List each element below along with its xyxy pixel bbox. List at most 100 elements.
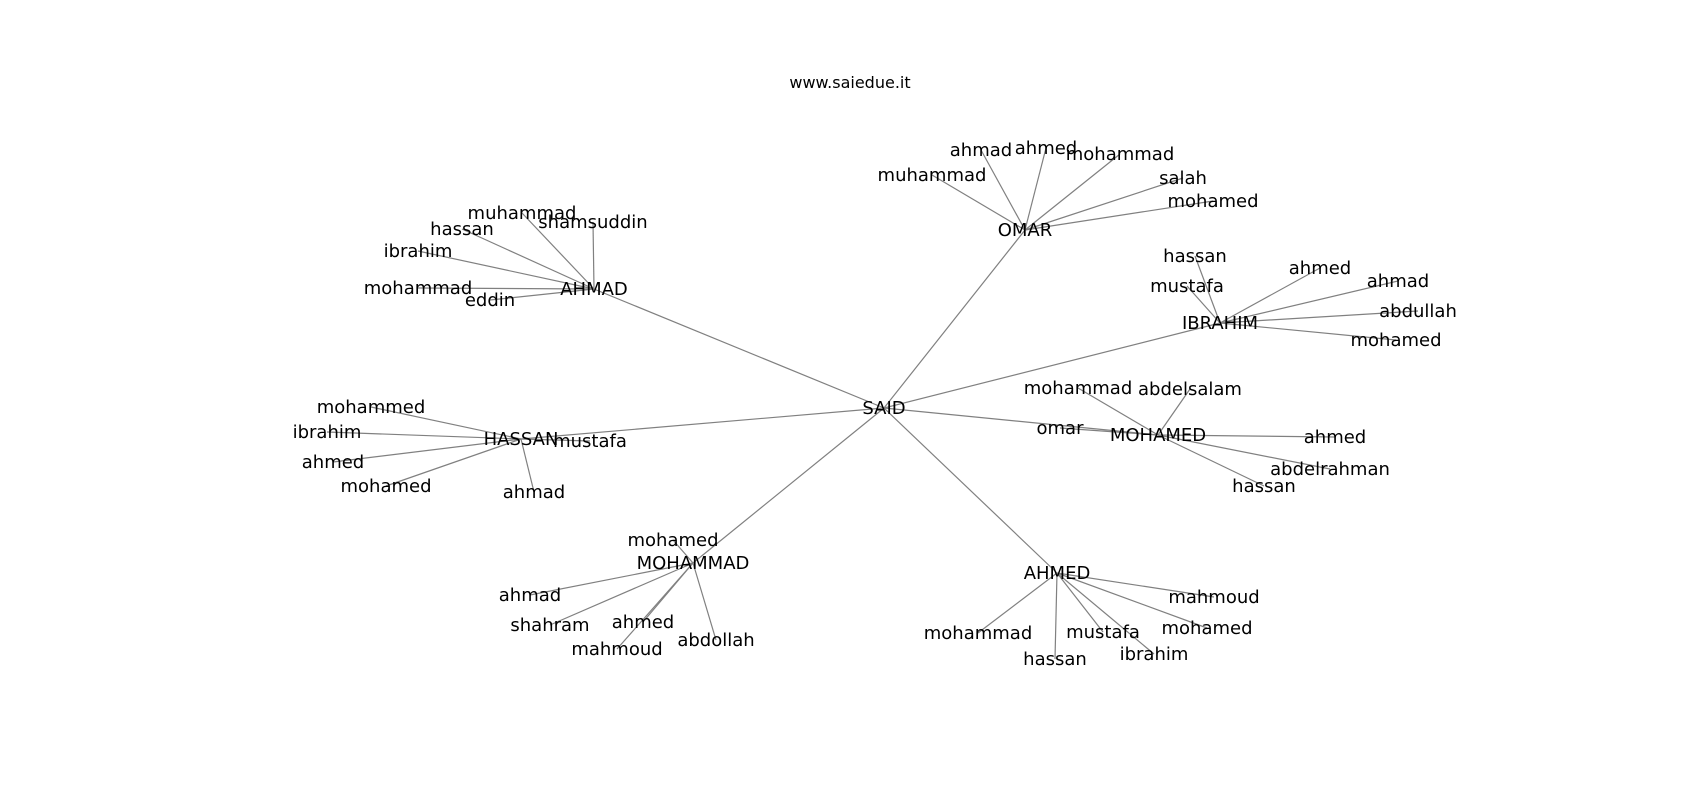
node-ibrahim-mohamed: mohamed bbox=[1350, 330, 1441, 351]
node-hub-ibrahim: IBRAHIM bbox=[1182, 313, 1258, 334]
edge-ahmed-mohamed bbox=[1056, 572, 1208, 629]
node-omar-salah: salah bbox=[1159, 168, 1207, 189]
edge-ibrahim-abdullah bbox=[1219, 310, 1419, 324]
edge-hassan-mohamed bbox=[385, 438, 522, 487]
labels-layer: SAIDAHMADmuhammadshamsuddinhassanibrahim… bbox=[293, 138, 1457, 670]
edge-ahmad-hassan bbox=[461, 228, 595, 290]
node-ahmad-ibrahim: ibrahim bbox=[384, 241, 453, 262]
edge-said-ahmad bbox=[593, 288, 885, 409]
node-ahmad-muhammad: muhammad bbox=[468, 203, 577, 224]
node-hub-hassan: HASSAN bbox=[484, 429, 559, 450]
edge-mohammad-mohamed bbox=[672, 539, 694, 564]
node-ibrahim-hassan: hassan bbox=[1163, 246, 1227, 267]
node-hub-mohamed: MOHAMED bbox=[1110, 425, 1206, 446]
edge-omar-ahmad bbox=[980, 149, 1026, 231]
node-hub-ahmed: AHMED bbox=[1024, 563, 1091, 584]
edge-omar-mohammad bbox=[1024, 153, 1121, 231]
node-hassan-ahmad: ahmad bbox=[503, 482, 565, 503]
edge-ahmad-eddin bbox=[489, 288, 595, 301]
node-mohamed-abdelrahman: abdelrahman bbox=[1270, 459, 1390, 480]
edge-ibrahim-ahmad bbox=[1219, 280, 1399, 324]
node-ahmad-hassan: hassan bbox=[430, 219, 494, 240]
node-root-said: SAID bbox=[862, 398, 905, 419]
node-hub-ahmad: AHMAD bbox=[560, 279, 628, 300]
edge-said-ibrahim bbox=[883, 322, 1221, 409]
edge-mohammad-abdollah bbox=[692, 562, 717, 641]
node-ahmad-eddin: eddin bbox=[465, 290, 515, 311]
site-title: www.saiedue.it bbox=[789, 73, 910, 92]
edge-mohamed-abdelrahman bbox=[1157, 434, 1331, 470]
node-mohamed-abdelsalam: abdelsalam bbox=[1138, 379, 1242, 400]
edge-mohammad-mahmoud bbox=[616, 562, 694, 650]
edge-said-mohammad bbox=[692, 407, 885, 564]
edge-hassan-mustafa bbox=[520, 438, 591, 442]
edge-mohamed-omar bbox=[1059, 427, 1159, 436]
node-ahmed-mustafa: mustafa bbox=[1066, 622, 1140, 643]
edge-mohamed-mohammad bbox=[1077, 387, 1159, 436]
node-hassan-ahmed: ahmed bbox=[302, 452, 364, 473]
node-mohammad-mahmoud: mahmoud bbox=[571, 639, 662, 660]
node-ibrahim-abdullah: abdullah bbox=[1379, 301, 1457, 322]
edge-mohamed-hassan bbox=[1157, 434, 1265, 487]
edge-omar-mohamed bbox=[1024, 200, 1214, 231]
node-omar-ahmad: ahmad bbox=[950, 140, 1012, 161]
node-hub-omar: OMAR bbox=[998, 220, 1053, 241]
edge-ahmed-mohammad bbox=[977, 572, 1058, 634]
edge-ahmed-mustafa bbox=[1056, 572, 1104, 633]
edge-ibrahim-mustafa bbox=[1186, 285, 1221, 324]
edge-hassan-mohammed bbox=[370, 406, 522, 440]
node-mohammad-shahram: shahram bbox=[510, 615, 589, 636]
node-ibrahim-mustafa: mustafa bbox=[1150, 276, 1224, 297]
edges-layer bbox=[326, 147, 1419, 660]
node-hassan-ibrahim: ibrahim bbox=[293, 422, 362, 443]
node-ibrahim-ahmed: ahmed bbox=[1289, 258, 1351, 279]
node-ahmad-mohammad: mohammad bbox=[364, 278, 473, 299]
node-hassan-mohamed: mohamed bbox=[340, 476, 431, 497]
node-ahmed-mohammad: mohammad bbox=[924, 623, 1033, 644]
node-omar-mohamed: mohamed bbox=[1167, 191, 1258, 212]
node-mohamed-ahmed: ahmed bbox=[1304, 427, 1366, 448]
edge-said-mohamed bbox=[883, 407, 1159, 436]
node-mohamed-omar: omar bbox=[1037, 418, 1085, 439]
edge-ibrahim-mohamed bbox=[1219, 322, 1397, 341]
node-ibrahim-ahmad: ahmad bbox=[1367, 271, 1429, 292]
node-hub-mohammad: MOHAMMAD bbox=[637, 553, 750, 574]
edge-mohammad-shahram bbox=[549, 562, 694, 626]
edge-ahmad-muhammad bbox=[521, 212, 595, 290]
edge-omar-ahmed bbox=[1024, 147, 1047, 231]
node-ahmed-ibrahim: ibrahim bbox=[1120, 644, 1189, 665]
edge-omar-salah bbox=[1024, 177, 1184, 231]
node-ahmed-mohamed: mohamed bbox=[1161, 618, 1252, 639]
node-mohamed-hassan: hassan bbox=[1232, 476, 1296, 497]
edge-ahmad-ibrahim bbox=[417, 250, 595, 290]
edge-ahmed-hassan bbox=[1054, 572, 1058, 660]
edge-hassan-ahmed bbox=[332, 438, 522, 463]
edge-said-hassan bbox=[520, 407, 885, 440]
node-ahmad-shamsuddin: shamsuddin bbox=[538, 212, 647, 233]
edge-said-ahmed bbox=[883, 407, 1058, 574]
edge-ibrahim-hassan bbox=[1194, 255, 1221, 324]
edge-mohammad-ahmad bbox=[529, 562, 694, 596]
node-mohammad-abdollah: abdollah bbox=[677, 630, 754, 651]
node-omar-ahmed: ahmed bbox=[1015, 138, 1077, 159]
node-ahmed-hassan: hassan bbox=[1023, 649, 1087, 670]
node-ahmed-mahmoud: mahmoud bbox=[1168, 587, 1259, 608]
node-mohammad-ahmed: ahmed bbox=[612, 612, 674, 633]
edge-ahmed-ibrahim bbox=[1056, 572, 1155, 655]
edge-said-omar bbox=[883, 229, 1026, 409]
node-hassan-mohammed: mohammed bbox=[317, 397, 426, 418]
node-mohammad-mohamed: mohamed bbox=[627, 530, 718, 551]
node-omar-mohammad: mohammad bbox=[1066, 144, 1175, 165]
node-omar-muhammad: muhammad bbox=[878, 165, 987, 186]
edge-mohamed-ahmed bbox=[1157, 434, 1336, 438]
edge-mohamed-abdelsalam bbox=[1157, 388, 1191, 436]
edge-ahmad-shamsuddin bbox=[592, 221, 595, 290]
node-mohamed-mohammad: mohammad bbox=[1024, 378, 1133, 399]
edge-ibrahim-ahmed bbox=[1219, 267, 1321, 324]
node-mohammad-ahmad: ahmad bbox=[499, 585, 561, 606]
edge-ahmad-mohammad bbox=[417, 287, 595, 290]
edge-ahmed-mahmoud bbox=[1056, 572, 1215, 598]
edge-hassan-ahmad bbox=[520, 438, 535, 493]
edge-hassan-ibrahim bbox=[326, 431, 522, 440]
